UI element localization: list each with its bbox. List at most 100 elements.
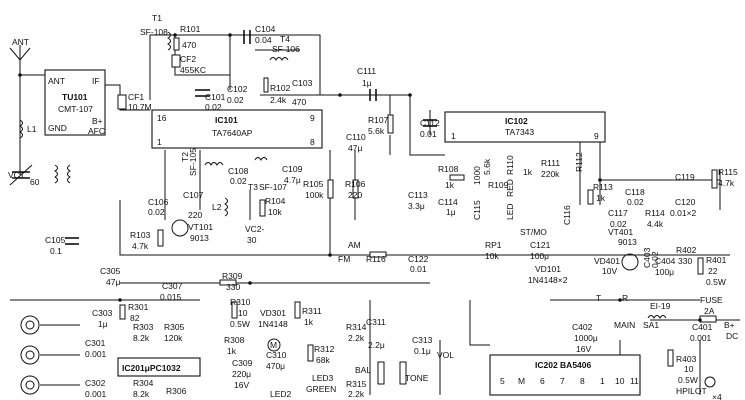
tu101-pin-bplus: B+ (92, 116, 103, 126)
tu101-pin-afc: AFC (88, 126, 105, 136)
input-jack-3 (20, 375, 40, 395)
r401-watt: 0.5W (706, 277, 726, 287)
ic202-pin: 8 (580, 376, 585, 386)
c305-value: 47μ (106, 277, 120, 287)
c310-value: 470μ (266, 361, 285, 371)
r301-label: R301 (128, 302, 149, 312)
r314-value: 2.2k (348, 333, 365, 343)
motor-symbol (267, 338, 281, 352)
c117-value: 0.02 (610, 219, 627, 229)
cf1-filter (117, 94, 127, 110)
t3-transformer (254, 157, 268, 161)
ic202-pin: 7 (560, 376, 565, 386)
r310-resistor (231, 301, 238, 319)
ic102-box (444, 111, 606, 143)
r315-label: R315 (346, 379, 367, 389)
vt401-part: 9013 (618, 237, 637, 247)
c402-value: 1000μ (574, 333, 598, 343)
ic102-part: TA7343 (505, 127, 534, 137)
tu101-box (44, 69, 106, 136)
c402-label: C402 (572, 322, 593, 332)
c114-label: C114 (438, 197, 458, 207)
r109-value: 5.6k (482, 158, 492, 175)
r102-resistor (263, 77, 269, 93)
c305-label: C305 (100, 266, 121, 276)
r115-label: R115 (718, 167, 738, 177)
input-jack-2 (20, 345, 40, 365)
c302-value: 0.001 (85, 389, 107, 399)
t2-transformer (204, 162, 224, 166)
t1-part: SF-108 (140, 27, 168, 37)
t4-part: SF-106 (272, 44, 300, 54)
c309-label: C309 (232, 358, 253, 368)
ic102-ref: IC102 (505, 116, 528, 126)
vd301-label: VD301 (260, 308, 286, 318)
r105-value: 100k (305, 190, 324, 200)
r112-label: R112 (574, 152, 584, 172)
c309-voltage: 16V (234, 380, 249, 390)
led2-label: LED2 (270, 389, 292, 399)
r401-resistor (697, 257, 704, 275)
c120-label: C120 (675, 197, 696, 207)
vt401-label: VT401 (608, 227, 633, 237)
c108-value: 0.02 (230, 176, 247, 186)
main-label: MAIN (614, 320, 635, 330)
c111-label: C111 (357, 66, 376, 76)
c122-label: C122 (408, 254, 429, 264)
r305-label: R305 (164, 322, 185, 332)
c104-label: C104 (255, 24, 276, 34)
r314-label: R314 (346, 322, 367, 332)
led3-label: LED3 (312, 373, 334, 383)
c110-value: 47μ (348, 143, 362, 153)
ei19-label: EI-19 (650, 301, 671, 311)
c107-label: C107 (183, 190, 204, 200)
r107-resistor (387, 114, 394, 134)
vc1-label: VC1 (8, 170, 25, 180)
r104-resistor (259, 199, 266, 217)
ant-transformer (54, 164, 58, 184)
r107-value: 5.6k (368, 126, 385, 136)
c118-label: C118 (625, 187, 645, 197)
rp1-value: 10k (485, 251, 499, 261)
r103-value: 4.7k (132, 241, 149, 251)
r108-label: R108 (438, 164, 459, 174)
ic102-pin-1: 1 (451, 131, 456, 141)
c403-value: 0.02 (650, 251, 660, 268)
c401-value: 0.001 (690, 333, 712, 343)
r107-label: R107 (368, 115, 389, 125)
c113-value: 3.3μ (408, 201, 425, 211)
t4-transformer (269, 57, 289, 61)
r311-value: 1k (304, 317, 314, 327)
r115-resistor (711, 169, 718, 189)
ic202-pin: 1 (600, 376, 605, 386)
ic202-box (489, 354, 641, 396)
hpilot-value: ×4 (712, 392, 722, 400)
r113-value: 1k (596, 193, 606, 203)
c110-label: C110 (346, 132, 366, 142)
r115-value: 4.7k (718, 178, 735, 188)
ic201-ref: IC201μPC1032 (122, 363, 181, 373)
r111-value: 220k (541, 169, 560, 179)
ic102-pin-9: 9 (594, 131, 599, 141)
ant-label: ANT (12, 37, 29, 47)
c112-value: 0.01 (420, 129, 437, 139)
tu101-pin-ant: ANT (48, 76, 65, 86)
r108-value: 1k (445, 180, 455, 190)
r401-value: 22 (708, 266, 718, 276)
c105-label: C105 (45, 235, 66, 245)
fm-label: FM (338, 254, 350, 264)
c121-value: 100μ (530, 251, 549, 261)
cf2-filter (171, 54, 181, 68)
bal-label: BAL (355, 365, 371, 375)
tu101-pin-gnd: GND (48, 123, 67, 133)
c301-value: 0.001 (85, 349, 107, 359)
t2-part: SF-105 (188, 148, 198, 176)
c120-value: 0.01×2 (670, 208, 697, 218)
r311-resistor (294, 301, 301, 319)
vol-label: VOL (437, 350, 454, 360)
r106-label: R106 (345, 179, 366, 189)
r403-watt: 0.5W (678, 375, 698, 385)
c111-value: 1μ (362, 78, 372, 88)
switch-r-label: R (622, 293, 628, 303)
cf2-value: 455KC (180, 65, 206, 75)
